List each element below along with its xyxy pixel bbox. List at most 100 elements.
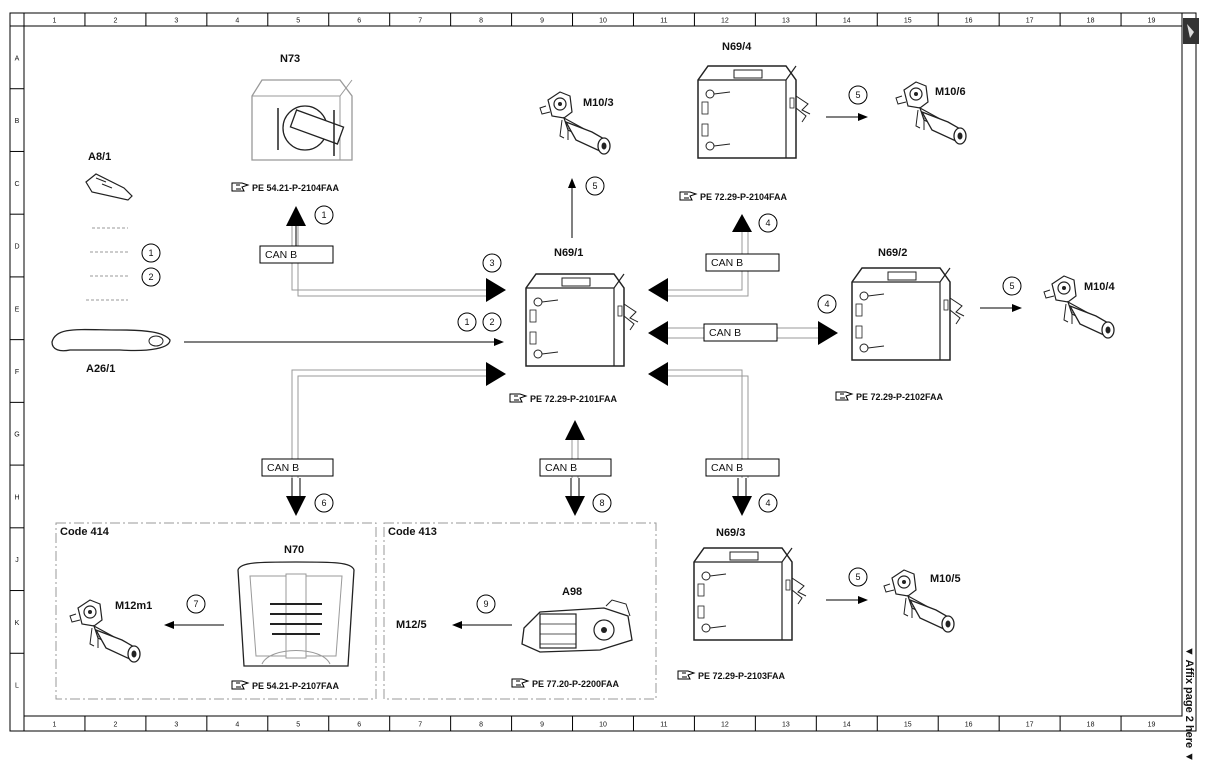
grid-column-label: 12 (721, 722, 729, 729)
m12m1-label: M12m1 (115, 600, 152, 612)
grid-row-label: D (14, 244, 19, 251)
callout-number: 4 (824, 299, 829, 309)
callout-m10-3: 5 (585, 176, 605, 196)
reference-code: PE 72.29-P-2103FAA (698, 671, 786, 681)
n69-3-label: N69/3 (716, 527, 745, 539)
grid-column-label: 19 (1148, 722, 1156, 729)
can-b-box-n69-2: CAN B (703, 323, 778, 342)
grid-column-label: 15 (904, 18, 912, 25)
m10-6-label: M10/6 (935, 86, 966, 98)
callout-number: 9 (483, 599, 488, 609)
callout-number: 5 (592, 181, 597, 191)
callout-number: 1 (464, 317, 469, 327)
callout-number: 3 (489, 258, 494, 268)
grid-row-label: F (15, 369, 19, 376)
pointing-hand-icon (509, 393, 528, 403)
callout-n69-4-low: 4 (758, 213, 778, 233)
grid-column-label: 14 (843, 722, 851, 729)
grid-column-label: 9 (540, 722, 544, 729)
pointing-hand-icon (511, 678, 530, 688)
callout-m10-4: 5 (1002, 276, 1022, 296)
grid-column-label: 17 (1026, 722, 1034, 729)
grid-row-label: A (15, 55, 20, 62)
n69-1-control-unit (525, 273, 639, 367)
reference-a98: PE 77.20-P-2200FAA (511, 678, 620, 689)
n70-label: N70 (284, 544, 304, 556)
grid-row-label: E (15, 306, 20, 313)
callout-number: 6 (321, 498, 326, 508)
n73-label: N73 (280, 53, 300, 65)
reference-labels: PE 54.21-P-2104FAA PE 72.29-P-2104FAA PE 7… (231, 182, 944, 691)
n69-4-label: N69/4 (722, 41, 752, 53)
n70-overhead-panel (237, 561, 355, 667)
callout-n69-1-top: 3 (482, 253, 502, 273)
callout-n69-1-left-b: 2 (482, 312, 502, 332)
callout-a8-1-b: 2 (141, 267, 161, 287)
grid-column-label: 4 (235, 722, 239, 729)
can-b-box-n69-4: CAN B (705, 253, 780, 272)
grid-row-label: J (15, 557, 19, 564)
grid-column-label: 6 (357, 722, 361, 729)
reference-n69-4: PE 72.29-P-2104FAA (679, 191, 788, 202)
n69-2-label: N69/2 (878, 247, 907, 259)
grid-column-label: 16 (965, 18, 973, 25)
callout-number: 4 (765, 498, 770, 508)
grid-ticks (10, 13, 1122, 731)
grid-column-label: 6 (357, 18, 361, 25)
code-414-label: Code 414 (60, 526, 110, 538)
grid-column-label: 2 (113, 722, 117, 729)
callout-number: 1 (321, 210, 326, 220)
grid-column-label: 8 (479, 722, 483, 729)
affix-note: ▼ Affix page 2 here ▼ (1183, 646, 1195, 762)
reference-code: PE 77.20-P-2200FAA (532, 679, 620, 689)
callout-m12-5: 9 (476, 594, 496, 614)
reference-code: PE 54.21-P-2104FAA (252, 183, 340, 193)
callout-number: 4 (765, 218, 770, 228)
grid-row-label: L (15, 683, 19, 690)
reference-code: PE 72.29-P-2101FAA (530, 394, 618, 404)
grid-column-label: 18 (1087, 18, 1095, 25)
callout-n73: 1 (314, 205, 334, 225)
grid-column-label: 2 (113, 18, 117, 25)
can-b-label: CAN B (711, 462, 743, 474)
grid-column-label: 17 (1026, 18, 1034, 25)
callout-n70: 6 (314, 493, 334, 513)
grid-column-label: 11 (660, 18, 667, 25)
callout-number: 5 (855, 90, 860, 100)
code-414-frame (55, 522, 377, 700)
can-b-label: CAN B (709, 327, 741, 339)
grid-column-label: 11 (660, 722, 667, 729)
callout-number: 2 (489, 317, 494, 327)
pointing-hand-icon (231, 680, 250, 690)
a98-label: A98 (562, 586, 582, 598)
pointing-hand-icon (835, 391, 854, 401)
can-b-label: CAN B (265, 249, 297, 261)
grid-column-label: 18 (1087, 722, 1095, 729)
a8-1-label: A8/1 (88, 151, 111, 163)
callout-a8-1-a: 1 (141, 243, 161, 263)
can-b-label: CAN B (267, 462, 299, 474)
reference-n70: PE 54.21-P-2107FAA (231, 680, 340, 691)
a8-1-transmitter-key (85, 173, 133, 301)
callout-m10-5: 5 (848, 567, 868, 587)
grid-row-label: H (14, 494, 19, 501)
grid-column-label: 3 (174, 722, 178, 729)
grid-column-label: 7 (418, 722, 422, 729)
reference-code: PE 72.29-P-2102FAA (856, 392, 944, 402)
callout-m12m1: 7 (186, 594, 206, 614)
grid-column-label: 3 (174, 18, 178, 25)
grid-row-label: K (15, 620, 20, 627)
a26-1-door-handle (51, 328, 171, 352)
grid-labels: 1122334455667788991010111112121313141415… (14, 18, 1155, 729)
n69-4-control-unit (697, 65, 811, 159)
n69-2-control-unit (851, 267, 965, 361)
grid-column-label: 8 (479, 18, 483, 25)
can-b-label: CAN B (545, 462, 577, 474)
grid-column-label: 14 (843, 18, 851, 25)
grid-column-label: 16 (965, 722, 973, 729)
m10-3-label: M10/3 (583, 97, 614, 109)
document-tab-icon (1183, 18, 1199, 44)
m10-5-label: M10/5 (930, 573, 961, 585)
